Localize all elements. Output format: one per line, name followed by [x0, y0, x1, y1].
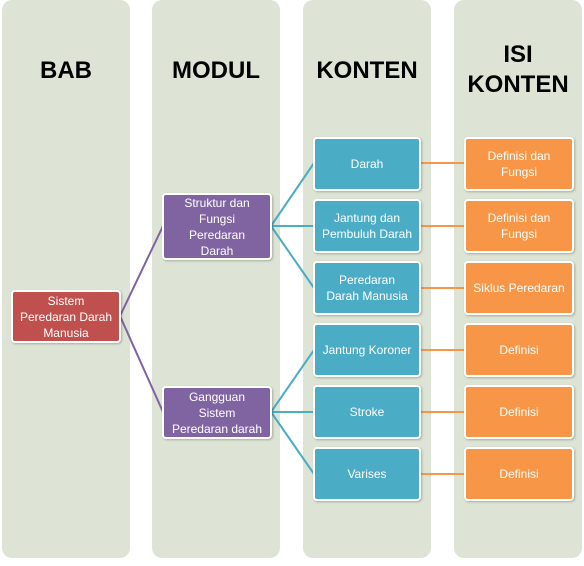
isi-konten-node-5: Definisi	[464, 385, 574, 439]
konten-node-varises: Varises	[313, 447, 421, 501]
column-title-bab: BAB	[40, 57, 92, 84]
konten-node-jantung-koroner: Jantung Koroner	[313, 323, 421, 377]
isi-konten-node-3: Siklus Peredaran	[464, 261, 574, 315]
konten-node-darah: Darah	[313, 137, 421, 191]
connector-bab-modul-2	[119, 315, 164, 413]
column-title-konten: KONTEN	[316, 57, 418, 84]
column-modul: MODUL	[152, 0, 280, 558]
column-title-isi-konten: ISI KONTEN	[467, 41, 569, 98]
isi-konten-node-1: Definisi dan Fungsi	[464, 137, 574, 191]
konten-node-stroke: Stroke	[313, 385, 421, 439]
konten-node-jantung-pembuluh: Jantung dan Pembuluh Darah	[313, 199, 421, 253]
column-title-modul: MODUL	[172, 57, 260, 84]
connector-modul1-konten3	[270, 225, 315, 289]
isi-konten-node-4: Definisi	[464, 323, 574, 377]
connector-bab-modul-1	[119, 225, 164, 317]
connector-modul2-konten4	[270, 349, 315, 413]
connector-modul2-konten6	[270, 411, 315, 475]
konten-node-peredaran-darah: Peredaran Darah Manusia	[313, 261, 421, 315]
bab-node: Sistem Peredaran Darah Manusia	[11, 290, 121, 343]
column-bab: BAB	[2, 0, 130, 558]
modul-node-struktur-fungsi: Struktur dan Fungsi Peredaran Darah	[162, 193, 272, 260]
connector-modul1-konten1	[270, 162, 315, 227]
isi-konten-node-2: Definisi dan Fungsi	[464, 199, 574, 253]
isi-konten-node-6: Definisi	[464, 447, 574, 501]
modul-node-gangguan: Gangguan Sistem Peredaran darah	[162, 386, 272, 439]
